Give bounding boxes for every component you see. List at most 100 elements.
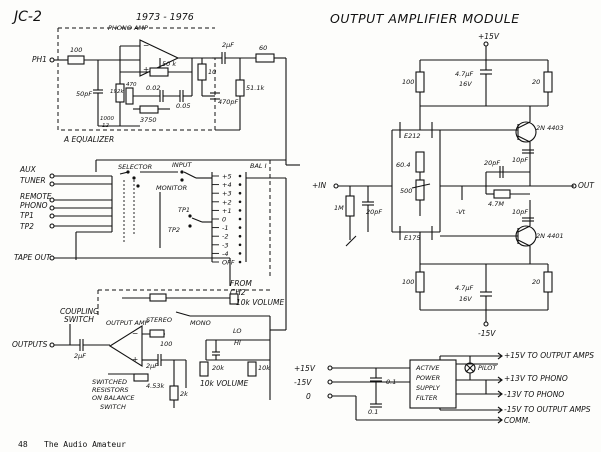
svg-text:100: 100 bbox=[402, 278, 414, 286]
svg-text:−: − bbox=[143, 41, 149, 50]
svg-text:+IN: +IN bbox=[312, 181, 326, 190]
svg-text:100: 100 bbox=[160, 340, 172, 348]
svg-text:COUPLING: COUPLING bbox=[60, 307, 99, 316]
svg-text:20pF: 20pF bbox=[484, 159, 500, 167]
svg-text:10k VOLUME: 10k VOLUME bbox=[236, 298, 284, 307]
svg-text:1M: 1M bbox=[334, 204, 344, 212]
svg-text:51.1k: 51.1k bbox=[246, 84, 264, 92]
svg-text:1000: 1000 bbox=[100, 116, 114, 122]
svg-text:OUTPUTS: OUTPUTS bbox=[12, 340, 48, 349]
balance-contact bbox=[238, 226, 242, 229]
svg-text:REMOTE: REMOTE bbox=[20, 192, 52, 201]
balance-step-label: -3 bbox=[222, 241, 228, 249]
svg-text:10: 10 bbox=[208, 68, 216, 76]
svg-text:+: + bbox=[143, 65, 149, 74]
svg-text:50 k: 50 k bbox=[162, 60, 176, 68]
svg-text:AUX: AUX bbox=[19, 165, 37, 174]
svg-text:ACTIVE: ACTIVE bbox=[415, 364, 440, 372]
svg-text:2N 4403: 2N 4403 bbox=[536, 124, 564, 132]
balance-step-label: +2 bbox=[222, 198, 232, 206]
svg-text:+15V TO OUTPUT AMPS: +15V TO OUTPUT AMPS bbox=[504, 351, 594, 360]
psu-output-arrow-icon bbox=[497, 416, 503, 424]
svg-text:SWITCHED: SWITCHED bbox=[92, 378, 127, 386]
svg-text:2N 4401: 2N 4401 bbox=[536, 232, 564, 240]
psu-output-arrow-icon bbox=[497, 390, 503, 398]
svg-text:CH2: CH2 bbox=[230, 288, 246, 297]
svg-text:SWITCH: SWITCH bbox=[100, 403, 126, 411]
svg-text:OUTPUT AMP: OUTPUT AMP bbox=[106, 319, 149, 327]
svg-text:−: − bbox=[132, 329, 138, 338]
svg-text:0.1: 0.1 bbox=[368, 408, 378, 416]
svg-text:HI: HI bbox=[234, 339, 241, 347]
svg-text:-15V TO OUTPUT AMPS: -15V TO OUTPUT AMPS bbox=[504, 405, 591, 414]
balance-contact bbox=[238, 217, 242, 221]
svg-text:TAPE OUT: TAPE OUT bbox=[14, 253, 52, 262]
svg-text:-Vt: -Vt bbox=[456, 208, 466, 216]
ph1-label: PH1 bbox=[32, 55, 47, 64]
svg-text:0.02: 0.02 bbox=[146, 84, 160, 92]
svg-text:MONO: MONO bbox=[190, 319, 211, 327]
selector-section: SELECTOR INPUT BAL I AUX TUNER REMOTE PH… bbox=[14, 159, 300, 290]
svg-text:60.4: 60.4 bbox=[396, 161, 410, 169]
balance-step-label: -4 bbox=[222, 250, 228, 258]
svg-text:0.1: 0.1 bbox=[386, 378, 396, 386]
balance-step-label: +4 bbox=[222, 181, 232, 189]
svg-text:2μF: 2μF bbox=[74, 352, 86, 360]
svg-text:+15V: +15V bbox=[478, 32, 500, 41]
balance-step-label: -2 bbox=[222, 233, 228, 241]
svg-text:TUNER: TUNER bbox=[20, 176, 46, 185]
resistor-100 bbox=[67, 55, 85, 65]
balance-step-label: +5 bbox=[222, 173, 232, 181]
svg-text:50pF: 50pF bbox=[76, 90, 92, 98]
svg-text:-15V: -15V bbox=[294, 378, 312, 387]
phono-preamp: PHONO AMP A EQUALIZER PH1 100 50pF −+ 19… bbox=[32, 24, 287, 165]
magazine-name: The Audio Amateur bbox=[44, 440, 126, 449]
years-label: 1973 - 1976 bbox=[136, 12, 194, 23]
svg-text:BAL I: BAL I bbox=[250, 162, 267, 170]
svg-text:E175: E175 bbox=[404, 234, 421, 242]
svg-text:-13V TO PHONO: -13V TO PHONO bbox=[504, 390, 564, 399]
psu-output-arrow-icon bbox=[497, 352, 503, 360]
balance-step-label: +3 bbox=[222, 190, 232, 198]
model-title: JC-2 bbox=[11, 9, 42, 25]
balance-contact bbox=[238, 174, 242, 178]
svg-text:E212: E212 bbox=[404, 132, 421, 140]
svg-text:TP1: TP1 bbox=[20, 211, 34, 220]
svg-text:20: 20 bbox=[532, 78, 540, 86]
svg-text:10pF: 10pF bbox=[512, 156, 528, 164]
page-number: 48 bbox=[18, 440, 28, 449]
svg-text:+: + bbox=[132, 355, 138, 364]
svg-text:20pF: 20pF bbox=[366, 208, 382, 216]
svg-text:10pF: 10pF bbox=[512, 208, 528, 216]
svg-text:FROM: FROM bbox=[230, 279, 252, 288]
svg-text:PHONO: PHONO bbox=[20, 201, 48, 210]
power-supply: +15V -15V 0 0.1 0.1 ACTIVE POWER SUPPLY … bbox=[294, 351, 594, 425]
svg-text:OUT: OUT bbox=[578, 181, 595, 190]
svg-text:TP2: TP2 bbox=[168, 226, 180, 234]
output-opamp bbox=[108, 325, 143, 367]
svg-text:0.05: 0.05 bbox=[176, 102, 190, 110]
svg-text:2μF: 2μF bbox=[222, 41, 234, 49]
svg-text:+13V TO PHONO: +13V TO PHONO bbox=[504, 374, 568, 383]
svg-text:FILTER: FILTER bbox=[416, 394, 437, 402]
svg-text:STEREO: STEREO bbox=[146, 316, 172, 324]
svg-text:16V: 16V bbox=[459, 295, 472, 303]
svg-text:192k: 192k bbox=[110, 89, 124, 95]
svg-text:20k: 20k bbox=[212, 364, 224, 372]
svg-text:4.7μF: 4.7μF bbox=[455, 284, 473, 292]
svg-text:SUPPLY: SUPPLY bbox=[416, 384, 441, 392]
svg-text:POWER: POWER bbox=[416, 374, 440, 382]
balance-contact bbox=[238, 183, 242, 186]
balance-contact bbox=[238, 252, 242, 255]
psu-output-arrow-icon bbox=[497, 376, 503, 384]
svg-text:+15V: +15V bbox=[294, 364, 316, 373]
svg-text:4.7M: 4.7M bbox=[488, 200, 504, 208]
balance-step-label: -1 bbox=[222, 224, 228, 232]
svg-text:20: 20 bbox=[532, 278, 540, 286]
svg-text:100: 100 bbox=[402, 78, 414, 86]
svg-text:10k VOLUME: 10k VOLUME bbox=[200, 379, 248, 388]
psu-output-arrow-icon bbox=[497, 406, 503, 414]
svg-text:LO: LO bbox=[233, 327, 242, 335]
balance-contact bbox=[238, 209, 242, 212]
